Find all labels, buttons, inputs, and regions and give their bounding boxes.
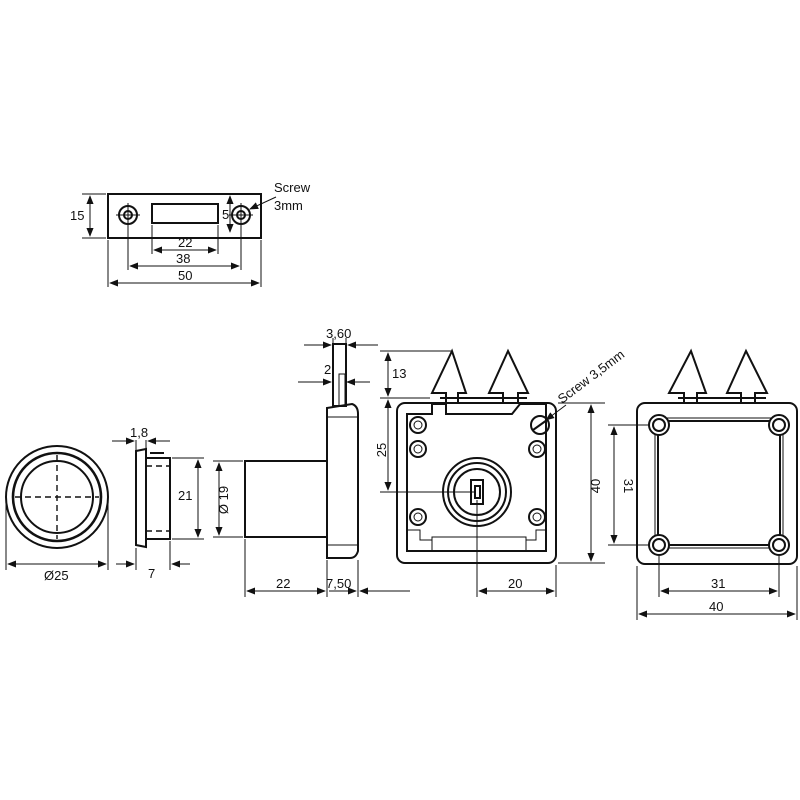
lock-bolt-height-label: 13	[392, 366, 406, 381]
bolt-width-label: 3,60	[326, 326, 351, 341]
lock-face-screw-label: Screw 3,5mm	[555, 347, 627, 407]
lock-face-hole-tl	[409, 416, 427, 434]
strike-plate-hole-spacing-label: 38	[176, 251, 190, 266]
strike-plate-screw-label-2: 3mm	[274, 198, 303, 213]
strike-plate: 15 5 22 38 50 Screw 3mm	[70, 180, 311, 287]
strike-plate-slot	[151, 203, 219, 224]
lock-case-side	[326, 402, 359, 559]
back-vertical-spacing-label: 31	[621, 479, 636, 493]
collar-height-label: 21	[178, 488, 192, 503]
escutcheon-outer	[5, 445, 109, 549]
body-depth-label: 7,50	[326, 576, 351, 591]
back-hole-bl	[648, 534, 670, 556]
strike-plate-hole-left	[116, 203, 140, 227]
lock-face-hole-bl	[409, 508, 427, 526]
collar-body	[146, 457, 171, 540]
collar-flange	[135, 447, 147, 549]
lock-face-hole-ml	[409, 440, 427, 458]
back-body	[636, 402, 798, 565]
lock-key-offset-label: 25	[374, 443, 389, 457]
back-view: 31 31 40	[608, 348, 798, 620]
back-hole-spacing-label: 31	[711, 576, 725, 591]
lock-key-center-label: 20	[508, 576, 522, 591]
bolt-offset-label: 2	[324, 362, 331, 377]
lock-face-screw	[530, 415, 550, 435]
strike-plate-slot-height-label: 5	[222, 207, 229, 222]
lock-face-height-label: 40	[588, 479, 603, 493]
back-hole-br	[768, 534, 790, 556]
cylinder-body	[244, 460, 328, 538]
lock-face-view: 13 25 40 20 Screw 3,5mm	[374, 347, 627, 597]
cylinder-diameter-label: Ø 19	[216, 486, 231, 514]
escutcheon-ring	[11, 451, 103, 543]
collar-flange-label: 1,8	[130, 425, 148, 440]
back-hole-tr	[768, 414, 790, 436]
strike-plate-slot-width-label: 22	[178, 235, 192, 250]
back-width-label: 40	[709, 599, 723, 614]
cylinder-length-label: 22	[276, 576, 290, 591]
strike-plate-body	[107, 193, 262, 239]
lock-face-hole-tr	[528, 440, 546, 458]
side-view: 3,60 2 Ø 19 22 7,50	[213, 326, 410, 597]
strike-plate-width-label: 50	[178, 268, 192, 283]
collar-depth-label: 7	[148, 566, 155, 581]
front-view: Ø25	[5, 445, 109, 583]
lock-face-hole-br	[528, 508, 546, 526]
strike-plate-screw-label-1: Screw	[274, 180, 311, 195]
collar-view: 1,8 21 7	[112, 425, 204, 581]
strike-plate-hole-right	[229, 203, 253, 227]
front-diameter-label: Ø25	[44, 568, 69, 583]
strike-plate-height-label: 15	[70, 208, 84, 223]
back-hole-tl	[648, 414, 670, 436]
